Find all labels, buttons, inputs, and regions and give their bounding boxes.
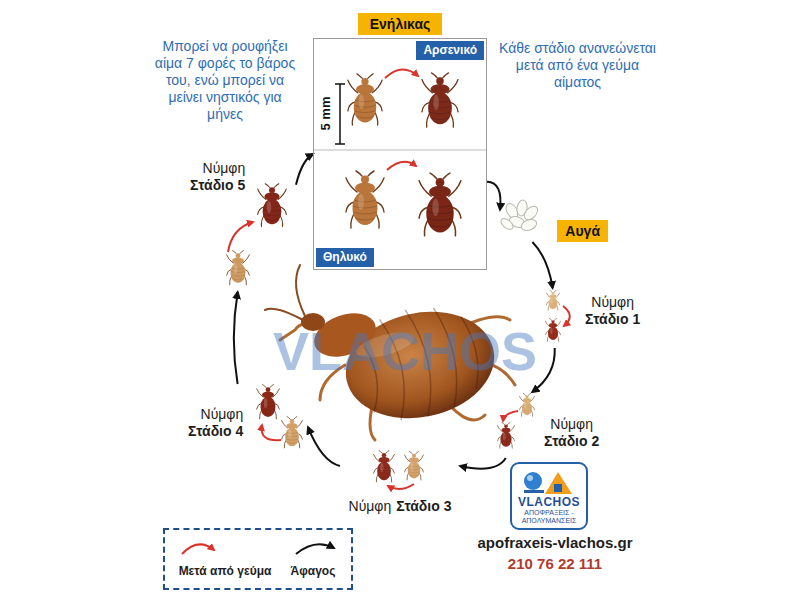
feeding-arrow <box>385 69 418 78</box>
stage-name: Νύμφη <box>190 160 245 177</box>
stage-heading: Ενήλικας <box>358 13 443 35</box>
adult-male-unfed <box>348 74 382 125</box>
bug-antenna <box>265 309 303 320</box>
stage-number: Στάδιο 3 <box>396 498 451 515</box>
stage-name: Νύμφη <box>349 498 392 515</box>
adult-female-fed <box>419 173 461 236</box>
feeding-arrow <box>228 222 253 252</box>
stage-label: ΝύμφηΣτάδιο 4 <box>188 406 243 440</box>
nymph-unfed <box>405 452 424 481</box>
phone-number-box: 210 76 22 111 <box>455 555 655 573</box>
adult-female-unfed <box>346 171 384 228</box>
legend-box <box>163 528 353 590</box>
egg-stage: Αυγά <box>500 196 608 242</box>
stage-label: ΝύμφηΣτάδιο 3 <box>340 498 460 515</box>
nymph-fed <box>374 451 395 482</box>
dimension-label: 5 mm <box>318 86 333 142</box>
nymph-stage: ΝύμφηΣτάδιο 1 <box>540 288 645 348</box>
watermark-box: VLACHOS <box>255 322 555 380</box>
stage-name: Νύμφη <box>188 406 243 423</box>
legend-item: Μετά από γεύμα <box>166 564 284 579</box>
sex-badge: Αρσενικό <box>416 41 484 60</box>
frame-divider <box>314 150 486 151</box>
cycle-arrow <box>296 154 313 185</box>
sex-label: Αρσενικό <box>423 43 477 58</box>
watermark: VLACHOS <box>255 322 555 380</box>
egg-cluster <box>499 199 540 232</box>
feeding-arrow <box>387 162 416 170</box>
nymph-stage: ΝύμφηΣτάδιο 3 <box>340 448 460 520</box>
dimension-label-box: 5 mm <box>318 86 333 142</box>
feeding-arrow <box>262 425 281 440</box>
legend-sample-unfed <box>296 544 334 554</box>
legend-sample-fed <box>182 544 214 554</box>
cycle-arrow <box>460 458 506 469</box>
logo-icon <box>524 472 572 494</box>
adult-male-fed <box>422 73 458 127</box>
phone-number: 210 76 22 111 <box>455 555 655 573</box>
stage-heading: Αυγά <box>557 220 608 242</box>
nymph-fed <box>258 184 287 227</box>
nymph-stage: ΝύμφηΣτάδιο 5 <box>186 158 296 292</box>
stage-name: Νύμφη <box>544 416 599 433</box>
legend-item: Άφαγος <box>278 564 348 579</box>
logo-tagline: ΑΠΟΦΡΑΞΕΙΣ - ΑΠΟΛΥΜΑΝΣΕΙΣ <box>515 509 583 525</box>
note-text-box: Μπορεί να ρουφήξει αίμα 7 φορές το βάρος… <box>150 38 300 123</box>
legend-text: Μετά από γεύμα <box>166 564 284 579</box>
stage-number: Στάδιο 1 <box>585 311 640 328</box>
stage-number: Στάδιο 5 <box>190 177 245 194</box>
cycle-arrow <box>487 182 500 210</box>
legend-text: Άφαγος <box>278 564 348 579</box>
sex-label: Θηλυκό <box>323 250 367 265</box>
website: apofraxeis-vlachos.gr <box>455 534 655 552</box>
stage-label: ΝύμφηΣτάδιο 2 <box>544 416 599 450</box>
nymph-fed <box>497 422 514 448</box>
nymph-unfed <box>282 417 303 448</box>
nymph-unfed <box>227 251 250 285</box>
feeding-arrow <box>503 411 518 421</box>
nymph-unfed <box>546 290 559 310</box>
cycle-arrow <box>308 427 340 466</box>
nymph-stage: ΝύμφηΣτάδιο 4 <box>180 384 308 456</box>
stage-number: Στάδιο 4 <box>188 423 243 440</box>
dimension-bracket <box>335 84 345 144</box>
logo-name: VLACHOS <box>518 496 580 509</box>
note-text-box: Κάθε στάδιο ανανεώνεται μετά από ένα γεύ… <box>495 40 660 91</box>
note-text: Μπορεί να ρουφήξει αίμα 7 φορές το βάρος… <box>150 38 300 123</box>
nymph-fed <box>257 385 280 419</box>
logo-box: VLACHOSΑΠΟΦΡΑΞΕΙΣ - ΑΠΟΛΥΜΑΝΣΕΙΣ <box>510 462 588 530</box>
adult-frame: ΕνήλικαςΑρσενικόΘηλυκό <box>313 38 487 270</box>
bug-antenna <box>296 265 305 316</box>
sex-badge: Θηλυκό <box>316 248 374 267</box>
stage-name: Νύμφη <box>585 294 640 311</box>
stage-label: ΝύμφηΣτάδιο 1 <box>585 294 640 328</box>
feeding-arrow <box>563 306 570 326</box>
feeding-arrow <box>388 484 414 489</box>
cycle-arrow <box>532 242 552 288</box>
stage-label: ΝύμφηΣτάδιο 5 <box>190 160 245 194</box>
website-box: apofraxeis-vlachos.gr <box>455 534 655 552</box>
stage-number: Στάδιο 2 <box>544 433 599 450</box>
nymph-unfed <box>519 393 534 416</box>
nymph-stage: ΝύμφηΣτάδιο 2 <box>492 392 607 458</box>
note-text: Κάθε στάδιο ανανεώνεται μετά από ένα γεύ… <box>495 40 660 91</box>
nymph-fed <box>545 318 560 341</box>
cycle-arrow <box>234 292 238 384</box>
